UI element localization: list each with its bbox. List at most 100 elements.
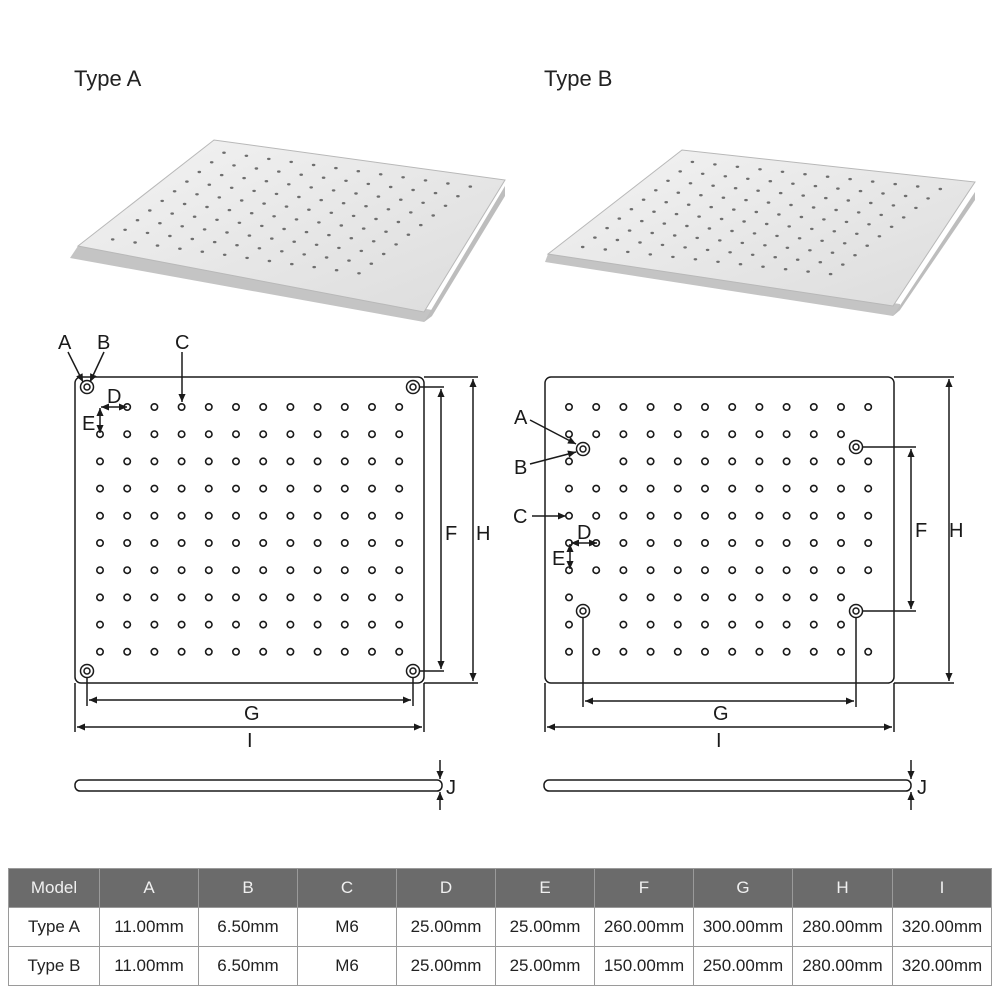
type-b-label-i: I	[716, 730, 722, 752]
photo-hole	[110, 238, 115, 241]
photo-hole	[761, 265, 765, 268]
photo-hole	[207, 183, 212, 186]
tapped-hole	[313, 593, 322, 602]
tapped-hole	[395, 484, 404, 493]
photo-hole	[337, 246, 341, 250]
tapped-hole	[836, 511, 845, 520]
tapped-hole	[619, 484, 628, 493]
photo-hole	[172, 190, 177, 193]
type-a-title: Type A	[74, 66, 142, 91]
photo-hole	[394, 243, 398, 246]
type-b-plate-outline	[544, 376, 895, 684]
tapped-hole	[286, 511, 295, 520]
photo-hole	[640, 219, 644, 223]
tapped-hole	[673, 402, 682, 411]
photo-hole	[785, 246, 790, 249]
table-cell: 11.00mm	[99, 946, 199, 986]
tapped-hole	[313, 430, 322, 439]
tapped-hole	[728, 457, 737, 466]
tapped-hole	[286, 484, 295, 493]
photo-hole	[903, 194, 908, 198]
photo-hole	[197, 170, 202, 174]
tapped-hole	[782, 566, 791, 575]
photo-hole	[853, 254, 857, 257]
tapped-hole	[673, 457, 682, 466]
tapped-hole	[864, 402, 873, 411]
photo-hole	[652, 210, 656, 213]
tapped-hole	[313, 511, 322, 520]
photo-hole	[797, 237, 802, 240]
tapped-hole	[836, 620, 845, 629]
photo-hole	[707, 227, 712, 230]
tapped-hole	[782, 430, 791, 439]
photo-hole	[376, 195, 381, 198]
type-a-photo	[70, 139, 506, 322]
photo-hole	[334, 269, 339, 272]
photo-hole	[190, 237, 195, 241]
tapped-hole	[728, 538, 737, 547]
photo-hole	[148, 209, 152, 212]
tapped-hole	[313, 457, 322, 466]
tapped-hole	[313, 647, 322, 656]
photo-hole	[284, 205, 289, 208]
tapped-hole	[673, 620, 682, 629]
tapped-hole	[286, 647, 295, 656]
tapped-hole	[232, 538, 241, 547]
photo-hole	[247, 234, 252, 237]
photo-hole	[327, 233, 331, 237]
photo-hole	[728, 251, 732, 254]
tapped-hole	[619, 566, 628, 575]
tapped-hole	[96, 457, 105, 466]
photo-hole	[267, 157, 271, 161]
tapped-hole	[646, 593, 655, 602]
photo-hole	[468, 185, 473, 188]
tapped-hole	[782, 402, 791, 411]
tapped-hole	[619, 593, 628, 602]
tapped-hole	[619, 620, 628, 629]
tapped-hole	[673, 430, 682, 439]
tapped-hole	[367, 484, 376, 493]
tapped-hole	[96, 593, 105, 602]
photo-hole	[411, 188, 415, 192]
photo-hole	[856, 211, 861, 214]
photo-hole	[617, 217, 622, 220]
photo-hole	[357, 272, 361, 275]
photo-hole	[662, 222, 667, 225]
photo-hole	[638, 241, 642, 244]
photo-hole	[312, 265, 317, 269]
tapped-hole	[395, 457, 404, 466]
photo-hole	[811, 206, 816, 209]
tapped-hole	[809, 457, 818, 466]
table-header: B	[198, 868, 298, 908]
tapped-hole	[809, 566, 818, 575]
tapped-hole	[700, 430, 709, 439]
type-b-label-h: H	[949, 520, 963, 542]
photo-hole	[889, 225, 894, 228]
tapped-hole	[123, 457, 132, 466]
table-cell: 6.50mm	[198, 907, 298, 947]
table-header: G	[693, 868, 793, 908]
photo-hole	[891, 204, 896, 207]
photo-hole	[239, 199, 244, 202]
table-row: Type B 11.00mm 6.50mm M6 25.00mm 25.00mm…	[8, 946, 992, 986]
tapped-hole	[755, 430, 764, 439]
tapped-hole	[367, 538, 376, 547]
photo-hole	[848, 177, 852, 181]
photo-hole	[603, 248, 608, 251]
photo-hole	[733, 187, 738, 190]
type-a-label-c: C	[175, 332, 189, 354]
photo-hole	[381, 252, 386, 256]
photo-hole	[808, 249, 812, 252]
photo-hole	[280, 250, 284, 253]
photo-hole	[824, 196, 828, 200]
photo-hole	[666, 179, 670, 182]
photo-hole	[730, 229, 734, 233]
tapped-hole	[755, 620, 764, 629]
photo-hole	[229, 186, 234, 189]
photo-hole	[615, 238, 620, 242]
tapped-hole	[232, 566, 241, 575]
table-cell: 280.00mm	[792, 907, 893, 947]
photo-hole	[359, 249, 364, 253]
table-header: D	[396, 868, 496, 908]
photo-hole	[155, 244, 160, 247]
